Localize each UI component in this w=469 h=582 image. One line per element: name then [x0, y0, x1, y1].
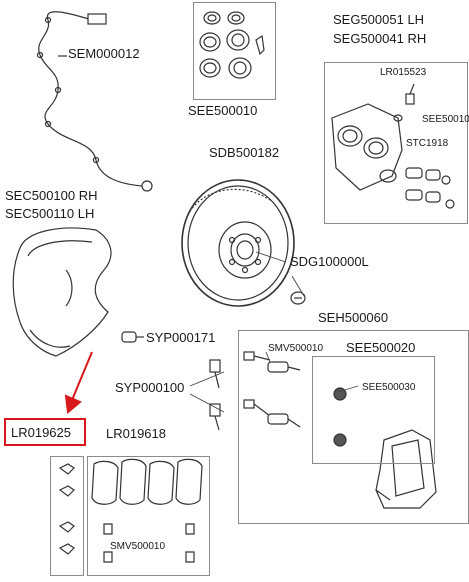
label-caliper-rh: SEG500041 RH: [333, 31, 427, 46]
caliper-body: [331, 103, 403, 191]
brake-disc: [181, 179, 295, 307]
label-bleed-screw: LR015523: [380, 67, 427, 78]
clips-frame: [50, 456, 84, 576]
highlighted-part-box[interactable]: LR019625: [4, 418, 86, 446]
caliper-frame: [324, 62, 468, 224]
label-brake-disc: SDB500182: [209, 145, 280, 160]
carrier-bolts: [243, 351, 301, 428]
brake-pads: [91, 458, 203, 505]
abs-sensor-wire: [36, 11, 153, 192]
label-bushing: SEE500030: [362, 382, 416, 393]
pad-screws: [103, 523, 195, 563]
label-abs-sensor: SEM000012: [68, 46, 140, 61]
label-bleed-cap: SEE50010: [422, 114, 469, 125]
seal-kit-frame: [193, 2, 276, 100]
red-indicator-arrow: [64, 351, 93, 414]
label-bolt-pair: SYP000100: [115, 380, 185, 395]
disc-screw: [290, 291, 306, 305]
shield-bolt: [121, 331, 144, 343]
label-shield-bolt: SYP000171: [146, 330, 216, 345]
label-seal-kit: SEE500010: [188, 103, 258, 118]
bushing-kit-frame: [312, 356, 435, 464]
label-carrier-bolt: SMV500010: [268, 343, 324, 354]
splash-shield: [12, 227, 112, 357]
label-shield-rh: SEC500100 RH: [5, 188, 98, 203]
seal-kit-rings: [199, 11, 265, 79]
label-pad-screw: SMV500010: [110, 541, 166, 552]
label-caliper-lh: SEG500051 LH: [333, 12, 425, 27]
caliper-bolt-pair: [209, 359, 221, 431]
label-guide-pin: STC1918: [406, 138, 449, 149]
label-pads: LR019618: [106, 426, 166, 441]
bleed-screw: [393, 83, 415, 122]
pad-clips: [58, 463, 75, 555]
bushings: [333, 387, 347, 447]
label-shield-lh: SEC500110 LH: [5, 206, 95, 221]
label-carrier: SEH500060: [318, 310, 389, 325]
guide-pins: [405, 167, 455, 209]
label-disc-screw: SDG100000L: [290, 254, 369, 269]
pads-frame: [87, 456, 210, 576]
label-highlighted-part: LR019625: [11, 425, 71, 440]
caliper-carrier: [375, 429, 437, 509]
label-bushing-kit: SEE500020: [346, 340, 416, 355]
